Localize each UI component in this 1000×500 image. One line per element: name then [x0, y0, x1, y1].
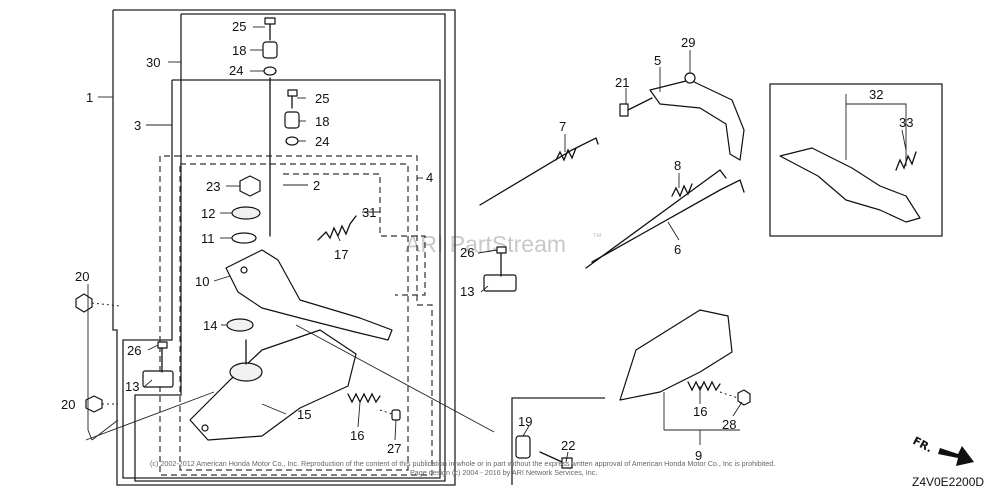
- callout-16-left: 16: [350, 428, 364, 443]
- callout-11: 11: [201, 231, 215, 246]
- subassembly-frame-31: [283, 173, 426, 296]
- callout-3: 3: [134, 118, 141, 133]
- callout-13-left: 13: [125, 379, 139, 394]
- callout-28: 28: [722, 417, 736, 432]
- callout-4: 4: [426, 170, 433, 185]
- screw-part-25-mid: [287, 89, 298, 109]
- rod-part-7: [479, 137, 599, 206]
- callout-19: 19: [518, 414, 532, 429]
- callout-18-top: 18: [232, 43, 246, 58]
- subassembly-frame-2: [179, 163, 409, 471]
- rod-part-7-spring: [555, 147, 577, 162]
- callout-21: 21: [615, 75, 629, 90]
- rod-part-8-spring: [671, 183, 693, 198]
- watermark-text: ARI PartStream: [405, 231, 566, 257]
- leader-lines: [85, 26, 907, 463]
- callout-13-right: 13: [460, 284, 474, 299]
- callout-10: 10: [195, 274, 209, 289]
- callout-26-left: 26: [127, 343, 141, 358]
- bolt-part-20-lower: [85, 395, 118, 413]
- callout-26-right: 26: [460, 245, 474, 260]
- callout-6: 6: [674, 242, 681, 257]
- assembly-frame-1: [112, 9, 456, 486]
- callout-32: 32: [869, 87, 883, 102]
- callout-20-lower: 20: [61, 397, 75, 412]
- callout-25-mid: 25: [315, 91, 329, 106]
- watermark-trademark: ™: [592, 232, 602, 243]
- lever-hole: [240, 266, 248, 274]
- callout-20-upper: 20: [75, 269, 89, 284]
- nut-part-23: [239, 175, 261, 197]
- washer-part-14: [226, 318, 254, 332]
- callout-labels: 1 2 3 4 5 6 7 8 9 10 11 12 13 13 14 15 1…: [61, 19, 913, 463]
- variant-frame-32: [769, 83, 943, 237]
- base-boss: [229, 362, 263, 382]
- bolt-part-26-left: [157, 341, 168, 373]
- callout-7: 7: [559, 119, 566, 134]
- assembly-frame-30: [134, 13, 446, 482]
- callout-9: 9: [695, 448, 702, 463]
- callout-30: 30: [146, 55, 160, 70]
- bolt-part-28: [719, 389, 751, 406]
- diagram-code: Z4V0E2200D: [912, 475, 984, 489]
- washer-part-11: [231, 232, 257, 244]
- callout-1: 1: [86, 90, 93, 105]
- callout-17: 17: [334, 247, 348, 262]
- frame-19-22: [511, 397, 605, 485]
- spacer-part-18-top: [262, 41, 278, 59]
- callout-14: 14: [203, 318, 217, 333]
- spring-part-16-right: [687, 380, 721, 392]
- assembly-frame-3: [122, 79, 441, 479]
- callout-25-top: 25: [232, 19, 246, 34]
- front-label: FR.: [911, 434, 935, 455]
- callout-27: 27: [387, 441, 401, 456]
- front-direction-indicator: FR.: [911, 434, 974, 466]
- screw-part-25-top: [264, 17, 276, 41]
- callout-23: 23: [206, 179, 220, 194]
- copyright-line-1: (c) 2002-2012 American Honda Motor Co., …: [150, 459, 775, 468]
- nut-part-29: [684, 72, 696, 84]
- bolt-part-26-right: [496, 246, 507, 277]
- callout-24-top: 24: [229, 63, 243, 78]
- copyright-line-2: Page design (c) 2004 - 2016 by ARI Netwo…: [410, 468, 597, 477]
- callout-22: 22: [561, 438, 575, 453]
- rod-part-6: [591, 179, 745, 263]
- callout-33: 33: [899, 115, 913, 130]
- spring-part-17: [317, 215, 357, 241]
- callout-31: 31: [362, 205, 376, 220]
- cable-clamp-part-13-right: [483, 274, 517, 292]
- rod-part-8: [585, 169, 727, 269]
- subassembly-frame-4: [159, 155, 433, 476]
- callout-24-mid: 24: [315, 134, 329, 149]
- front-arrow-icon: [938, 446, 974, 466]
- washer-part-12: [231, 206, 261, 220]
- bracket-part-5: [649, 79, 745, 161]
- collar-part-19: [515, 435, 531, 459]
- callout-29: 29: [681, 35, 695, 50]
- callout-16-right: 16: [693, 404, 707, 419]
- lever-assembly-part-32: [779, 147, 921, 223]
- screw-part-21: [619, 97, 653, 117]
- callout-15: 15: [297, 407, 311, 422]
- screw-part-27: [379, 409, 401, 421]
- bracket-part-9: [619, 309, 733, 401]
- cable-clamp-part-13-left: [142, 370, 174, 388]
- callout-12: 12: [201, 206, 215, 221]
- clip-part-24-mid: [285, 136, 299, 146]
- base-plate-part-15: [189, 329, 357, 441]
- base-hole: [201, 424, 209, 432]
- control-lever-part-10: [225, 249, 393, 341]
- spacer-part-18-mid: [284, 111, 300, 129]
- callout-18-mid: 18: [315, 114, 329, 129]
- spring-part-16-left: [347, 392, 381, 404]
- callout-5: 5: [654, 53, 661, 68]
- clip-part-24-top: [263, 66, 277, 76]
- callout-2: 2: [313, 178, 320, 193]
- callout-8: 8: [674, 158, 681, 173]
